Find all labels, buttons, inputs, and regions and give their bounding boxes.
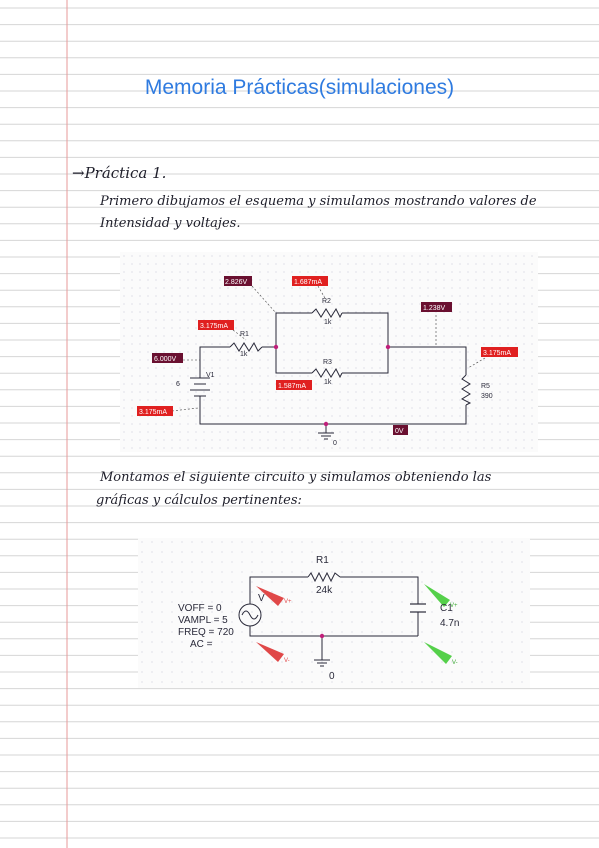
node-dot xyxy=(323,421,329,427)
voltage-probe-ground: 0V xyxy=(395,428,404,435)
voltage-probe-box xyxy=(393,425,408,435)
circuit-1-grid xyxy=(123,255,533,449)
current-probe-box xyxy=(198,320,234,330)
r1-label: R1 xyxy=(240,331,249,338)
ac-param: AC = xyxy=(190,639,213,650)
voltage-probe-right: 1.238V xyxy=(423,305,446,312)
v1-battery-symbol xyxy=(190,377,210,402)
probe-label-v-plus-1: V+ xyxy=(284,599,292,605)
ground-1-label: 0 xyxy=(333,440,337,447)
v1-value: 6 xyxy=(176,381,180,388)
probe-red-v-plus xyxy=(256,586,284,606)
circuit-1-schematic: R1 1k R2 1k R3 1k R5 390 V1 6 0 2.826V xyxy=(120,252,538,452)
circuit-2-wires xyxy=(249,576,419,660)
voltage-probe-markers xyxy=(256,584,452,664)
probe-green-v-plus xyxy=(424,584,450,607)
r1-resistor-symbol xyxy=(229,341,263,352)
intro-text-line-1: Primero dibujamos el esquema y simulamos… xyxy=(100,194,537,209)
r3-resistor-symbol xyxy=(311,367,343,379)
voff-param: VOFF = 0 xyxy=(178,603,222,614)
current-probe-box xyxy=(292,276,328,286)
intro-text-line-2: Intensidad y voltajes. xyxy=(100,216,241,231)
probe-label-v-plus-2: V+ xyxy=(450,603,458,609)
ground-2-label: 0 xyxy=(329,671,335,682)
current-probe-r5: 3.175mA xyxy=(483,350,511,357)
page-title: Memoria Prácticas(simulaciones) xyxy=(144,76,455,99)
node-dot xyxy=(273,344,279,350)
ground-1-symbol xyxy=(318,432,334,440)
probe-label-v-minus-2: V- xyxy=(452,660,458,666)
current-probe-r1: 3.175mA xyxy=(200,323,228,330)
r5-label: R5 xyxy=(481,383,490,390)
probe-leaders xyxy=(171,285,486,412)
r1-value: 1k xyxy=(240,351,248,358)
c1-capacitor-symbol xyxy=(410,603,426,613)
r2-label: R2 xyxy=(322,298,331,305)
circuit-2-canvas xyxy=(138,538,530,688)
r1-label-2: R1 xyxy=(316,555,329,566)
current-probe-r3: 1.587mA xyxy=(278,383,306,390)
c1-label: C1 xyxy=(440,603,453,614)
sine-source-symbol xyxy=(238,603,262,627)
current-probe-source: 3.175mA xyxy=(139,409,167,416)
r5-value: 390 xyxy=(481,393,493,400)
r1-value-2: 24k xyxy=(316,585,333,596)
node-dot xyxy=(385,344,391,350)
ground-2-symbol xyxy=(314,659,330,667)
node-dot xyxy=(319,633,325,639)
c1-value: 4.7n xyxy=(440,618,459,629)
probe-green-v-minus xyxy=(424,642,452,664)
voltage-probe-box xyxy=(421,302,452,312)
r1-resistor-symbol-2 xyxy=(307,571,341,583)
probe-red-v-minus xyxy=(256,642,284,662)
freq-param: FREQ = 720 xyxy=(178,627,234,638)
source-label: V xyxy=(258,593,265,604)
r2-value: 1k xyxy=(324,319,332,326)
voltage-probe-box xyxy=(224,276,252,286)
practice-heading: →Práctica 1. xyxy=(72,164,167,182)
circuit-2-schematic: R1 24k C1 4.7n V 0 VOFF = 0 VAMPL = 5 FR… xyxy=(138,538,530,688)
circuit-2-text-line-1: Montamos el siguiente circuito y simulam… xyxy=(100,470,492,485)
circuit-1-canvas xyxy=(120,252,538,452)
current-probe-box xyxy=(276,380,312,390)
current-probe-r2: 1.687mA xyxy=(294,279,322,286)
voltage-probe-supply: 6.000V xyxy=(154,356,177,363)
vampl-param: VAMPL = 5 xyxy=(178,615,228,626)
circuit-2-grid xyxy=(141,541,523,683)
sine-wave-icon xyxy=(241,610,259,620)
circuit-2-text-line-2: gráficas y cálculos pertinentes: xyxy=(96,493,302,508)
r3-value: 1k xyxy=(324,379,332,386)
voltage-probe-box xyxy=(152,353,183,363)
r5-resistor-symbol xyxy=(460,374,472,406)
r2-resistor-symbol xyxy=(311,307,343,319)
v1-label: V1 xyxy=(206,372,215,379)
probe-label-v-minus-1: V- xyxy=(284,658,290,664)
current-probe-box xyxy=(481,347,518,357)
voltage-probe-node-top: 2.826V xyxy=(225,279,248,286)
current-probe-box xyxy=(137,406,173,416)
r3-label: R3 xyxy=(323,359,332,366)
